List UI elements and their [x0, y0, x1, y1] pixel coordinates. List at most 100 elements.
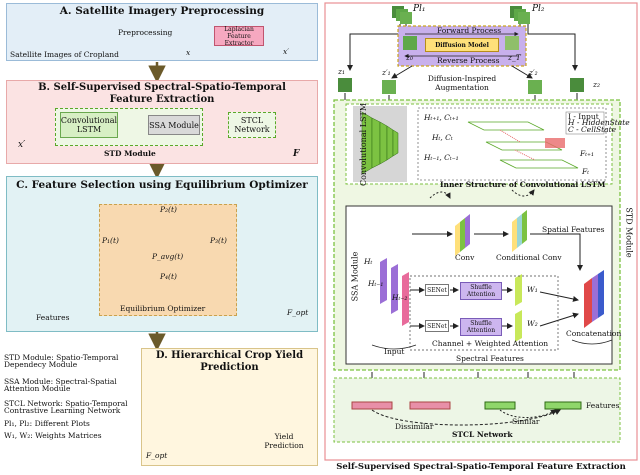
pl1-label: Pl₁ — [413, 4, 426, 14]
legend-plots: Pl₁, Pl₂: Different Plots — [4, 419, 90, 428]
w2-label: W₂ — [527, 319, 538, 328]
pavg-label: P_avg(t) — [152, 252, 184, 261]
feature-bar-3 — [484, 401, 516, 410]
laplacian-extractor-box: Laplacian Feature Extractor — [214, 26, 264, 47]
lstm-legend-box — [565, 111, 605, 135]
fopt-label-d: F_opt — [146, 451, 168, 460]
fopt-label-c: F_opt — [287, 308, 309, 317]
p1-label: P₁(t) — [102, 236, 119, 245]
senet-box-1: SENet — [425, 284, 449, 296]
cond-conv-label: Conditional Conv — [496, 253, 562, 262]
features-label-r: Features — [586, 401, 620, 410]
ssa-input-stack — [380, 258, 409, 326]
pl2-label: Pl₂ — [532, 4, 545, 14]
ft1-patch — [545, 138, 565, 148]
std-module-label-b: STD Module — [104, 149, 156, 158]
z0-image — [403, 36, 417, 50]
panel-d-title: D. Hierarchical Crop Yield Prediction — [155, 350, 304, 373]
dissimilar-label: Dissimilar — [395, 422, 434, 431]
zT-image — [505, 36, 519, 50]
augmentation-label: Diffusion-Inspired Augmentation — [427, 74, 497, 92]
lstm-planes — [467, 121, 579, 169]
f-t1-label: Fₜ₊₁ — [580, 149, 595, 158]
spatial-features-label: Spatial Features — [542, 225, 605, 234]
legend-weights: W₁, W₂: Weights Matrices — [4, 431, 102, 440]
p3-label: P₃(t) — [210, 236, 227, 245]
x-label: x — [186, 48, 191, 57]
diffusion-model-box: Diffusion Model — [425, 38, 499, 52]
h-t-minus-label: Hₜ₋₁, Cₜ₋₁ — [424, 153, 459, 162]
panel-a-title: A. Satellite Imagery Preprocessing — [59, 5, 265, 17]
ssa-module-vertical-label: SSA Module — [350, 251, 360, 302]
w1-label: W₁ — [527, 285, 538, 294]
ht-label: Hₜ — [364, 257, 373, 266]
x-prime-label-a: x′ — [283, 47, 289, 56]
conv-lstm-box-b: Convolutional LSTM — [60, 112, 118, 138]
p4-label: P₄(t) — [160, 272, 177, 281]
stcl-network-label: STCL Network — [452, 430, 513, 439]
panel-a: A. Satellite Imagery Preprocessing — [6, 3, 318, 61]
h-t-label: Hₜ, Cₜ — [432, 133, 453, 142]
f-label: F — [293, 149, 300, 159]
optimizer-box — [99, 204, 237, 316]
z2p-label: z′₂ — [529, 68, 538, 77]
z2p-image — [528, 80, 542, 94]
z0-label: z₀ — [406, 53, 413, 62]
stcl-box — [333, 377, 621, 443]
right-panel-border — [324, 2, 638, 461]
ht2-label: Hₜ₋₂ — [392, 293, 408, 302]
channel-attention-box — [409, 275, 559, 351]
legend-i-label: I - Input — [568, 112, 599, 121]
legend-h-label: H - HiddenState — [568, 118, 630, 127]
bottom-title: Self-Supervised Spectral-Spatio-Temporal… — [336, 462, 626, 472]
input-label: Input — [384, 347, 405, 356]
pl1-images — [392, 6, 412, 24]
stcl-box-b: STCL Network — [228, 112, 276, 138]
f-t-label: Fₜ — [582, 167, 590, 176]
concatenation-label: Concatenation — [566, 329, 622, 338]
ssa-box-b: SSA Module — [148, 115, 200, 135]
pl2-images — [510, 6, 530, 24]
satellite-images-caption: Satellite Images of Cropland — [10, 50, 119, 59]
x-prime-label-b: x′ — [18, 140, 26, 150]
zT-label: z_T — [508, 53, 521, 62]
panel-b-title: B. Self-Supervised Spectral-Spatio-Tempo… — [38, 82, 286, 105]
panel-d: D. Hierarchical Crop Yield Prediction — [141, 348, 318, 466]
preprocessing-label: Preprocessing — [118, 28, 173, 37]
shuffle-attention-box-2: Shuffle Attention — [460, 318, 502, 336]
cond-conv-cube — [512, 210, 527, 252]
feature-bar-4 — [544, 401, 582, 410]
concat-block — [584, 270, 604, 328]
z1p-label: z′₁ — [382, 68, 391, 77]
legend-stcl: STCL Network: Spatio-Temporal Contrastiv… — [4, 399, 128, 415]
spectral-features-label: Spectral Features — [456, 354, 524, 363]
channel-attention-label: Channel + Weighted Attention — [432, 339, 549, 348]
panel-c-title: C. Feature Selection using Equilibrium O… — [16, 179, 308, 191]
senet-box-2: SENet — [425, 320, 449, 332]
reverse-process-label: Reverse Process — [437, 56, 500, 65]
legend-ssa: SSA Module: Spectral-Spatial Attention M… — [4, 377, 117, 393]
optimizer-label: Equilibrium Optimizer — [120, 304, 206, 313]
conv-cube — [455, 214, 470, 256]
ht1-label: Hₜ₋₁ — [368, 279, 384, 288]
z2-image — [570, 78, 584, 92]
z1-label: z₁ — [338, 67, 345, 76]
features-label-c: Features — [36, 313, 70, 322]
feature-bar-2 — [409, 401, 451, 410]
h-t-plus-label: Hₜ₊₁, Cₜ₊₁ — [424, 113, 459, 122]
p2-label: P₂(t) — [160, 205, 177, 214]
z1-image — [338, 78, 352, 92]
yield-prediction-label: Yield Prediction — [264, 432, 304, 450]
legend-std: STD Module: Spatio-Temporal Dependecy Mo… — [4, 353, 119, 369]
similar-label: Similar — [512, 417, 540, 426]
inner-structure-label: Inner Structure of Convolutional LSTM — [440, 180, 606, 189]
feature-bar-1 — [351, 401, 393, 410]
legend-c-label: C - CellState — [568, 125, 617, 134]
attention-bars — [515, 274, 522, 342]
forward-process-label: Forward Process — [437, 26, 502, 35]
conv-lstm-vertical-label: Convolutional LSTM — [359, 102, 369, 187]
std-module-vertical-label: STD Module — [624, 207, 634, 258]
conv-label: Conv — [455, 253, 475, 262]
conv-lstm-layers — [361, 111, 399, 175]
diffusion-box — [397, 25, 527, 67]
